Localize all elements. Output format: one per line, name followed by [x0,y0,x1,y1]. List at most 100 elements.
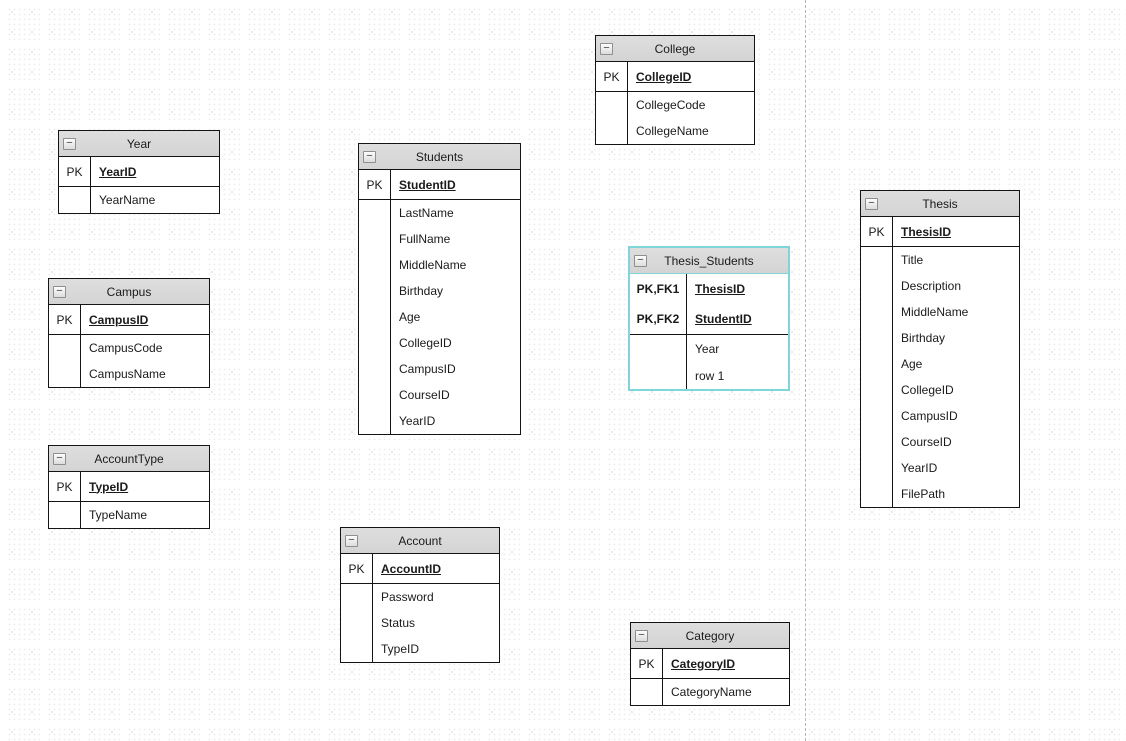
pk-section: PK TypeID [49,472,209,502]
collapse-icon[interactable]: − [53,285,66,298]
field-name: Password [381,590,434,604]
fields-column: CategoryName [663,679,789,705]
collapse-icon[interactable]: − [345,534,358,547]
pk-section: PK CollegeID [596,62,754,92]
field-name: CampusName [89,367,166,381]
table-title: Campus [106,284,152,299]
pk-field-column: CategoryID [663,649,789,678]
pk-field-name: AccountID [381,561,441,576]
table-header: − Students [359,144,520,170]
entity-table-category[interactable]: − Category PK CategoryID CategoryName [630,622,790,706]
fields-gutter [59,187,91,213]
field-name: YearID [399,414,436,428]
pk-field-name: StudentID [695,312,752,326]
pk-label: PK [56,479,73,494]
pk-label-column: PK [359,170,391,199]
table-title: AccountType [94,451,164,466]
field-name: CampusCode [89,341,163,355]
table-header: − College [596,36,754,62]
pk-section: PK YearID [59,157,219,187]
pk-label: PK,FK1 [636,282,680,296]
pk-field-column: AccountID [373,554,499,583]
fields-gutter [630,335,687,389]
table-header: − AccountType [49,446,209,472]
pk-field-column: ThesisID [893,217,1019,246]
pk-label-column: PK [59,157,91,186]
pk-field-column: TypeID [81,472,209,501]
field-name: CollegeID [399,336,452,350]
collapse-icon[interactable]: − [63,137,76,150]
pk-label-column: PK [49,472,81,501]
pk-field-column: YearID [91,157,219,186]
field-name: Age [901,357,923,371]
field-name: Description [901,279,962,293]
pk-section: PK CategoryID [631,649,789,679]
fields-section: CategoryName [631,679,789,705]
pk-field-column: StudentID [391,170,520,199]
pk-label-column: PK [631,649,663,678]
entity-table-year[interactable]: − Year PK YearID YearName [58,130,220,214]
field-name: CollegeName [636,124,709,138]
pk-field-name: YearID [99,164,137,179]
pk-field-name: StudentID [399,177,456,192]
field-name: LastName [399,206,454,220]
field-name: Status [381,616,416,630]
table-title: Year [126,136,152,151]
pk-section: PK AccountID [341,554,499,584]
table-title: Thesis [922,196,958,211]
table-title: Category [685,628,735,643]
collapse-icon[interactable]: − [363,150,376,163]
table-header: − Thesis [861,191,1019,217]
pk-field-name: CollegeID [636,69,692,84]
table-title: Account [398,533,442,548]
pk-label: PK [366,177,383,192]
field-name: Birthday [399,284,444,298]
collapse-icon[interactable]: − [600,42,613,55]
pk-label: PK [638,656,655,671]
field-name: CourseID [901,435,952,449]
entity-table-accounttype[interactable]: − AccountType PK TypeID TypeName [48,445,210,529]
field-name: CampusID [901,409,958,423]
table-title: College [654,41,696,56]
fields-column: YearName [91,187,219,213]
field-name: MiddleName [399,258,467,272]
collapse-icon[interactable]: − [53,452,66,465]
pk-label: PK [66,164,83,179]
field-name: CollegeID [901,383,954,397]
collapse-icon[interactable]: − [634,254,647,267]
collapse-icon[interactable]: − [865,197,878,210]
fields-section: YearName [59,187,219,213]
page-break-line [805,0,806,741]
pk-section: PK StudentID [359,170,520,200]
collapse-icon[interactable]: − [635,629,648,642]
fields-gutter [631,679,663,705]
pk-label-column: PK [341,554,373,583]
pk-field-name: ThesisID [695,282,746,296]
pk-label: PK,FK2 [636,312,680,326]
field-name: FullName [399,232,451,246]
pk-label-column: PK [861,217,893,246]
pk-field-name: TypeID [89,479,129,494]
table-title: Students [415,149,464,164]
field-name: MiddleName [901,305,969,319]
field-name: CourseID [399,388,450,402]
fields-gutter [49,502,81,528]
fields-section: TypeName [49,502,209,528]
